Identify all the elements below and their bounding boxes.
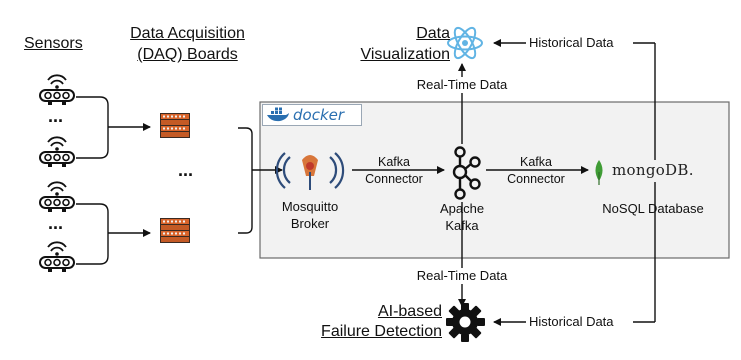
ai-heading-line2: Failure Detection (321, 323, 442, 340)
docker-whale-icon (267, 107, 289, 122)
docker-text: docker (293, 106, 345, 124)
sensors-ellipsis-top: ... (48, 106, 64, 126)
mongodb-logo-text: mongoDB. (612, 161, 694, 179)
viz-heading-line1: Data (416, 25, 450, 42)
daq-board-icon (160, 113, 190, 138)
gear-icon (446, 303, 485, 342)
kafka-connector-1-line2: Connector (365, 172, 423, 186)
realtime-label-bottom: Real-Time Data (402, 268, 522, 284)
docker-label: docker (262, 104, 362, 126)
historical-label-bottom: Historical Data (527, 314, 616, 329)
kafka-connector-2-line2: Connector (507, 172, 565, 186)
sensor-icon (39, 241, 75, 273)
historical-label-top: Historical Data (527, 35, 616, 50)
daq-ellipsis: ... (178, 160, 194, 180)
kafka-connector-2-line1: Kafka (520, 155, 552, 169)
mosquitto-caption-line1: Mosquitto (281, 199, 339, 214)
daq-heading-line2: (DAQ) Boards (137, 46, 238, 63)
kafka-icon (452, 146, 481, 200)
kafka-connector-1-line1: Kafka (378, 155, 410, 169)
mongodb-logo: mongoDB. (612, 161, 694, 179)
mosquitto-caption-line2: Broker (290, 216, 330, 231)
sensor-icon (39, 136, 75, 168)
sensors-ellipsis-bottom: ... (48, 213, 64, 233)
daq-board-icon (160, 218, 190, 243)
realtime-label-top: Real-Time Data (402, 77, 522, 93)
daq-heading-line1: Data Acquisition (130, 25, 245, 42)
kafka-caption-line2: Kafka (445, 218, 479, 233)
docker-container (259, 101, 730, 259)
sensors-heading: Sensors (24, 35, 83, 52)
sensor-icon (39, 181, 75, 213)
viz-heading-line2: Visualization (360, 46, 450, 63)
mongodb-leaf-icon (595, 160, 603, 181)
kafka-caption-line1: Apache (439, 201, 485, 216)
ai-heading-line1: AI-based (377, 303, 442, 320)
react-icon (447, 26, 483, 60)
sensor-icon (39, 74, 75, 106)
mongodb-caption: NoSQL Database (602, 201, 704, 216)
mosquitto-icon (275, 152, 345, 190)
